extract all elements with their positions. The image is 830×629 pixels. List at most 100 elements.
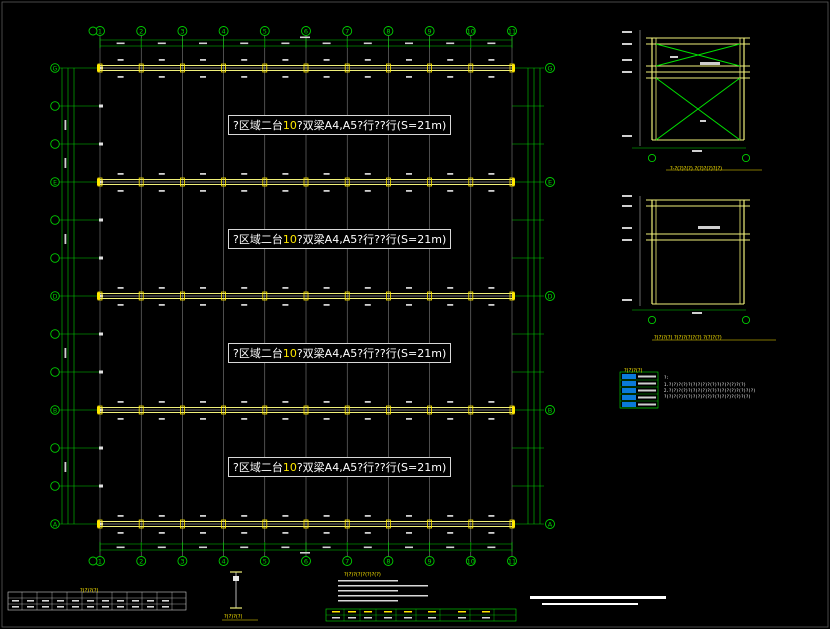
member-table-head-6 [458, 611, 466, 613]
beam-tag-top-0-5 [323, 59, 330, 61]
column-3-2 [179, 405, 185, 415]
detail-top-tag-2 [670, 56, 678, 58]
beam-tag-top-2-3 [241, 287, 248, 289]
beam-tag-bottom-2-8 [447, 304, 454, 306]
column-1-1 [138, 177, 144, 187]
top-dim-value-3 [240, 42, 249, 45]
left-row-bubble-7 [50, 329, 60, 339]
column-4-3 [221, 519, 227, 529]
beam-tag-top-2-9 [488, 287, 495, 289]
column-0-3 [221, 63, 227, 73]
column-3-9 [468, 405, 474, 415]
beam-tag-top-3-4 [282, 401, 289, 403]
left-row-bubble-0 [50, 63, 60, 73]
left-row-bubble-3 [50, 177, 60, 187]
end-stop-left-2 [97, 292, 100, 300]
column-1-2 [179, 177, 185, 187]
schedule-cell-b-8 [132, 606, 139, 608]
legend-text-1 [638, 382, 656, 385]
member-table-head-7 [482, 611, 490, 613]
column-axis-bubble-bottom-aux [88, 556, 98, 566]
end-stop-right-3 [512, 406, 515, 414]
member-table-head-1 [348, 611, 356, 613]
member-table-head-0 [332, 611, 340, 613]
beam-tag-top-0-0 [117, 59, 124, 61]
column-4-1 [138, 519, 144, 529]
left-row-bubble-1 [50, 101, 60, 111]
member-table-cell-5 [428, 617, 436, 619]
column-axis-bubble-bottom-5-label: 5 [263, 557, 267, 565]
member-table-cell-3 [384, 617, 392, 619]
schedule-cell-b-0 [12, 606, 19, 608]
beam-tag-top-1-1 [158, 173, 165, 175]
beam-tag-bottom-0-0 [117, 76, 124, 78]
column-3-1 [138, 405, 144, 415]
beam-tag-top-3-9 [488, 401, 495, 403]
beam-tag-top-0-1 [158, 59, 165, 61]
schedule-cell-a-6 [102, 600, 109, 602]
legend-swatch-3 [622, 395, 636, 400]
column-2-5 [303, 291, 309, 301]
member-table-cell-6 [458, 617, 466, 619]
right-row-bubble-B-label: B [548, 406, 552, 414]
column-4-6 [344, 519, 350, 529]
bottom-dim-value-7 [405, 546, 413, 549]
bottom-dim-value-3 [240, 546, 249, 549]
beam-tag-bottom-3-7 [406, 418, 412, 420]
beam-tag-bottom-0-3 [241, 76, 248, 78]
beam-tag-bottom-1-7 [406, 190, 412, 192]
column-axis-bubble-bottom-9 [424, 556, 435, 566]
end-stop-left-3 [97, 406, 100, 414]
column-2-2 [179, 291, 185, 301]
right-row-bubble-A [545, 519, 555, 529]
member-table-cell-1 [348, 617, 356, 619]
schedule-cell-b-3 [57, 606, 64, 608]
beam-tag-bottom-1-1 [158, 190, 165, 192]
beam-tag-top-2-1 [158, 287, 165, 289]
column-4-9 [468, 519, 474, 529]
right-row-bubble-G [545, 63, 555, 73]
bottom-tables [7, 571, 666, 622]
left-row-bubble-6 [50, 291, 60, 301]
schedule-cell-b-2 [42, 606, 49, 608]
beam-tag-top-2-7 [406, 287, 412, 289]
legend-text-2 [638, 389, 656, 392]
column-1-4 [262, 177, 268, 187]
legend-text-3 [638, 396, 656, 399]
schedule-cell-a-3 [57, 600, 64, 602]
left-row-bubble-5 [50, 253, 60, 263]
beam-tag-bottom-4-0 [117, 532, 124, 534]
top-dim-value-6 [363, 42, 372, 45]
column-1-7 [385, 177, 391, 187]
member-table-head-3 [384, 611, 392, 613]
schedule-cell-b-4 [72, 606, 79, 608]
column-axis-bubble-bottom-6 [301, 556, 311, 566]
column-axis-bubble-bottom-8 [383, 556, 394, 566]
member-table-head-5 [428, 611, 436, 613]
legend-swatch-4 [622, 402, 636, 407]
end-stop-left-1 [97, 178, 100, 186]
schedule-cell-b-1 [27, 606, 34, 608]
notes-title: ?(?)?(?)?(?)?(?) [344, 572, 381, 578]
note-line-2: 1.?(?)?(?)?(?)?(?)?(?)?(?)?(?)?(?) [664, 382, 746, 387]
column-0-2 [179, 63, 185, 73]
beam-tag-top-4-3 [241, 515, 248, 517]
beam-tag-top-4-1 [158, 515, 165, 517]
schedule-cell-b-5 [87, 606, 94, 608]
left-dim-value-0 [64, 120, 67, 130]
beam-tag-bottom-4-8 [447, 532, 454, 534]
beam-tag-top-3-2 [200, 401, 206, 403]
beam-tag-top-2-4 [282, 287, 289, 289]
detail-elevation-bottom [622, 195, 776, 341]
bottom-dim-value-0 [116, 546, 125, 549]
notes-line-1 [338, 585, 428, 587]
beam-tag-bottom-0-2 [200, 76, 206, 78]
detail-bottom-dim-val [692, 312, 702, 314]
column-axis-bubble-top-2 [136, 26, 147, 36]
beam-tag-top-2-2 [200, 287, 206, 289]
left-dim-value-3 [64, 348, 67, 358]
column-axis-bubble-bottom-3 [177, 556, 188, 566]
column-axis-bubble-top-4-label: 4 [222, 27, 226, 35]
schedule-cell-a-4 [72, 600, 79, 602]
column-axis-bubble-bottom-11 [507, 556, 517, 566]
